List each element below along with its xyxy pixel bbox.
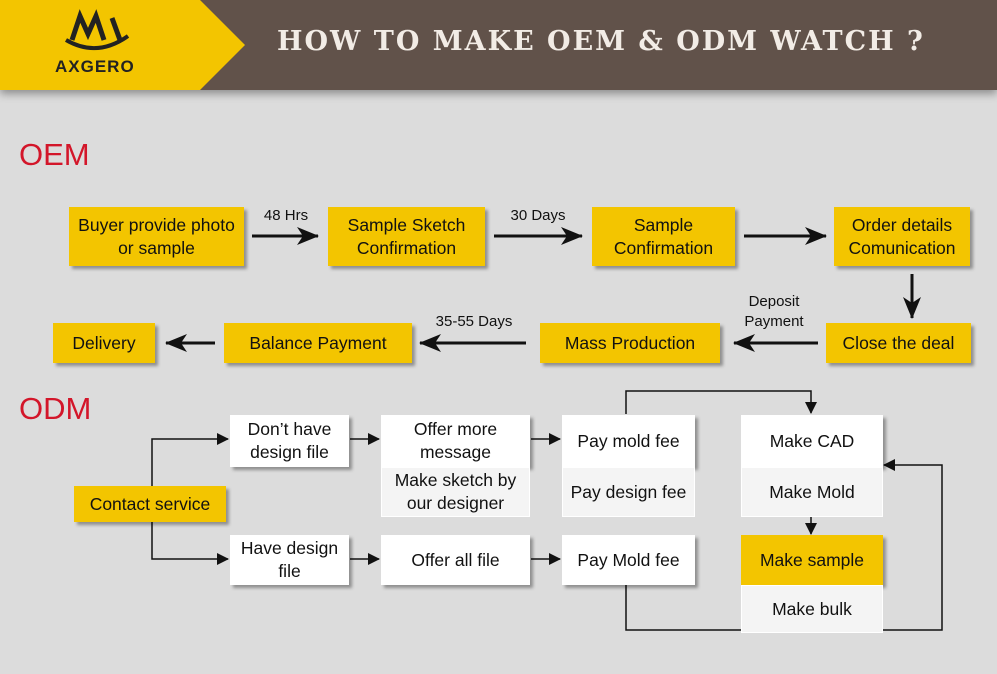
step-buyer-provide: Buyer provide photo or sample bbox=[69, 207, 244, 266]
logo-block: AXGERO bbox=[0, 0, 245, 90]
step-sample-sketch: Sample Sketch Confirmation bbox=[328, 207, 485, 266]
oem-section-label: OEM bbox=[19, 137, 90, 172]
step-pay-mold-fee: Pay mold fee bbox=[562, 415, 695, 467]
line-paymold2-to-cad bbox=[625, 459, 943, 631]
brand-logo-icon bbox=[64, 9, 130, 51]
step-balance-payment: Balance Payment bbox=[224, 323, 412, 363]
step-close-deal: Close the deal bbox=[826, 323, 971, 363]
step-mass-production: Mass Production bbox=[540, 323, 720, 363]
step-sample-confirmation: Sample Confirmation bbox=[592, 207, 735, 266]
step-make-sample: Make sample bbox=[741, 535, 883, 585]
step-offer-all-file: Offer all file bbox=[381, 535, 530, 585]
brand-name: AXGERO bbox=[55, 57, 135, 76]
step-have-design-file: Have design file bbox=[230, 535, 349, 585]
step-order-details: Order details Comunication bbox=[834, 207, 970, 266]
step-make-mold: Make Mold bbox=[741, 467, 883, 517]
page-title: HOW TO MAKE OEM & ODM WATCH ? bbox=[277, 26, 925, 57]
step-make-cad: Make CAD bbox=[741, 415, 883, 467]
step-make-bulk: Make bulk bbox=[741, 585, 883, 633]
step-make-sketch: Make sketch by our designer bbox=[381, 467, 530, 517]
odm-section-label: ODM bbox=[19, 391, 92, 426]
label-48-hrs: 48 Hrs bbox=[263, 207, 309, 224]
label-30-days: 30 Days bbox=[510, 207, 566, 224]
label-deposit-payment: Deposit Payment bbox=[744, 293, 804, 330]
step-delivery: Delivery bbox=[53, 323, 155, 363]
step-offer-more-message: Offer more message bbox=[381, 415, 530, 467]
step-pay-mold-fee-2: Pay Mold fee bbox=[562, 535, 695, 585]
label-35-55-days: 35-55 Days bbox=[435, 313, 513, 330]
step-pay-design-fee: Pay design fee bbox=[562, 467, 695, 517]
step-contact-service: Contact service bbox=[74, 486, 226, 522]
step-no-design-file: Don’t have design file bbox=[230, 415, 349, 467]
line-contact-branch bbox=[151, 433, 229, 486]
line-paymold-to-cad bbox=[625, 390, 817, 414]
